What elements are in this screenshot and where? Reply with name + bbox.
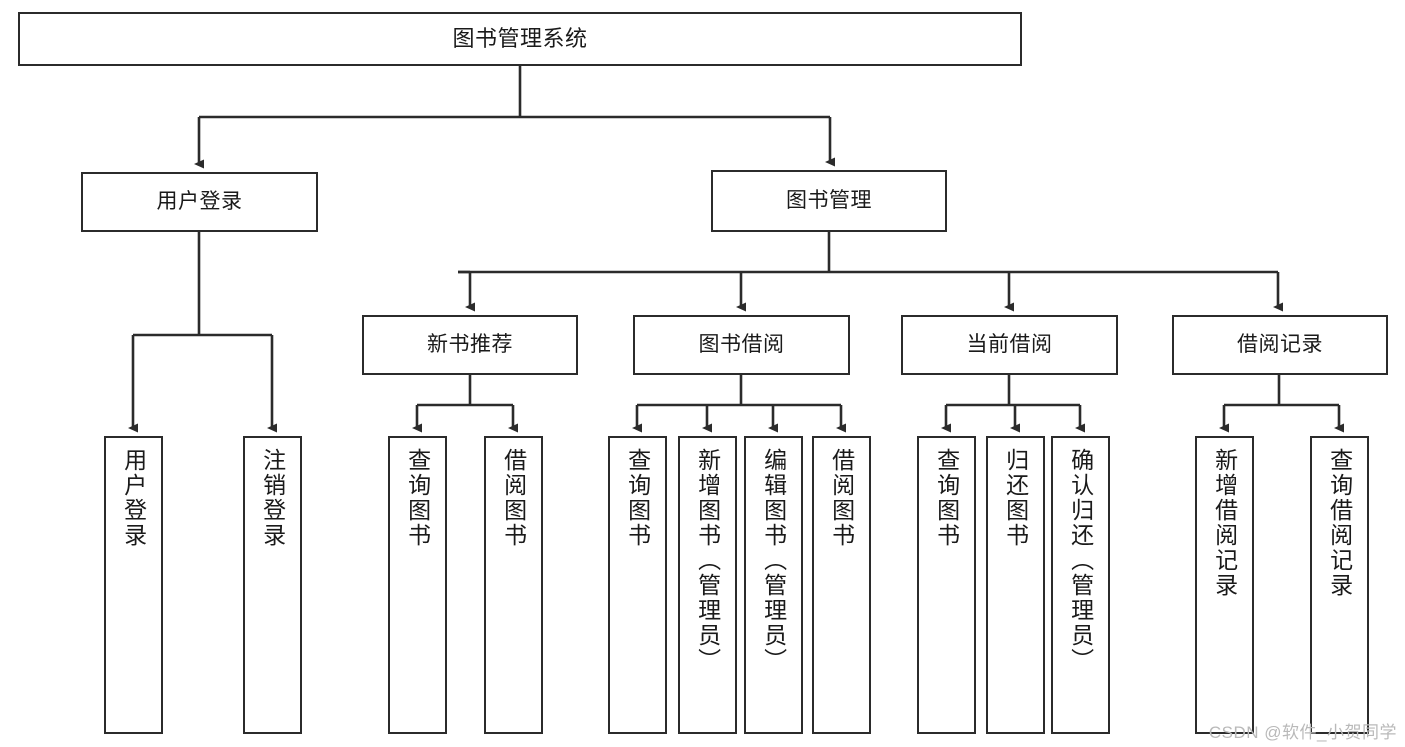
node-book-management[interactable]: 图书管理 [711, 170, 947, 232]
leaf-label: 查询图书 [624, 448, 651, 548]
node-root-label: 图书管理系统 [452, 26, 588, 52]
leaf-user-login-login[interactable]: 用户登录 [104, 436, 163, 734]
leaf-label: 借阅图书 [500, 448, 527, 548]
node-book-borrow[interactable]: 图书借阅 [633, 315, 850, 375]
node-borrow-record-label: 借阅记录 [1237, 332, 1323, 356]
leaf-label: 查询图书 [933, 448, 960, 548]
node-book-management-label: 图书管理 [786, 188, 872, 212]
leaf-label: 借阅图书 [828, 448, 855, 548]
node-new-book-recommend-label: 新书推荐 [427, 332, 513, 356]
leaf-label: 用户登录 [120, 448, 147, 548]
leaf-label: 注销登录 [259, 448, 286, 548]
watermark: CSDN @软件_小贺同学 [1208, 723, 1397, 742]
leaf-record-query-record[interactable]: 查询借阅记录 [1310, 436, 1369, 734]
leaf-label: 新增图书（管理员） [694, 448, 721, 673]
node-user-login[interactable]: 用户登录 [81, 172, 318, 232]
node-new-book-recommend[interactable]: 新书推荐 [362, 315, 578, 375]
node-book-borrow-label: 图书借阅 [698, 332, 785, 356]
leaf-borrow-borrow-book[interactable]: 借阅图书 [812, 436, 871, 734]
leaf-recommend-borrow-book[interactable]: 借阅图书 [484, 436, 543, 734]
leaf-current-query-book[interactable]: 查询图书 [917, 436, 976, 734]
leaf-label: 确认归还（管理员） [1067, 448, 1094, 673]
leaf-label: 查询图书 [404, 448, 431, 548]
leaf-borrow-edit-book[interactable]: 编辑图书（管理员） [744, 436, 803, 734]
leaf-user-login-logout[interactable]: 注销登录 [243, 436, 302, 734]
leaf-label: 编辑图书（管理员） [760, 448, 787, 673]
leaf-record-add-record[interactable]: 新增借阅记录 [1195, 436, 1254, 734]
node-user-login-label: 用户登录 [156, 189, 243, 213]
leaf-recommend-query-book[interactable]: 查询图书 [388, 436, 447, 734]
leaf-current-return-book[interactable]: 归还图书 [986, 436, 1045, 734]
leaf-borrow-query-book[interactable]: 查询图书 [608, 436, 667, 734]
node-borrow-record[interactable]: 借阅记录 [1172, 315, 1388, 375]
node-root[interactable]: 图书管理系统 [18, 12, 1022, 66]
node-current-borrow-label: 当前借阅 [966, 332, 1053, 356]
leaf-label: 查询借阅记录 [1326, 448, 1353, 598]
leaf-label: 归还图书 [1002, 448, 1029, 548]
leaf-borrow-add-book[interactable]: 新增图书（管理员） [678, 436, 737, 734]
leaf-label: 新增借阅记录 [1211, 448, 1238, 598]
leaf-current-confirm-return[interactable]: 确认归还（管理员） [1051, 436, 1110, 734]
node-current-borrow[interactable]: 当前借阅 [901, 315, 1118, 375]
